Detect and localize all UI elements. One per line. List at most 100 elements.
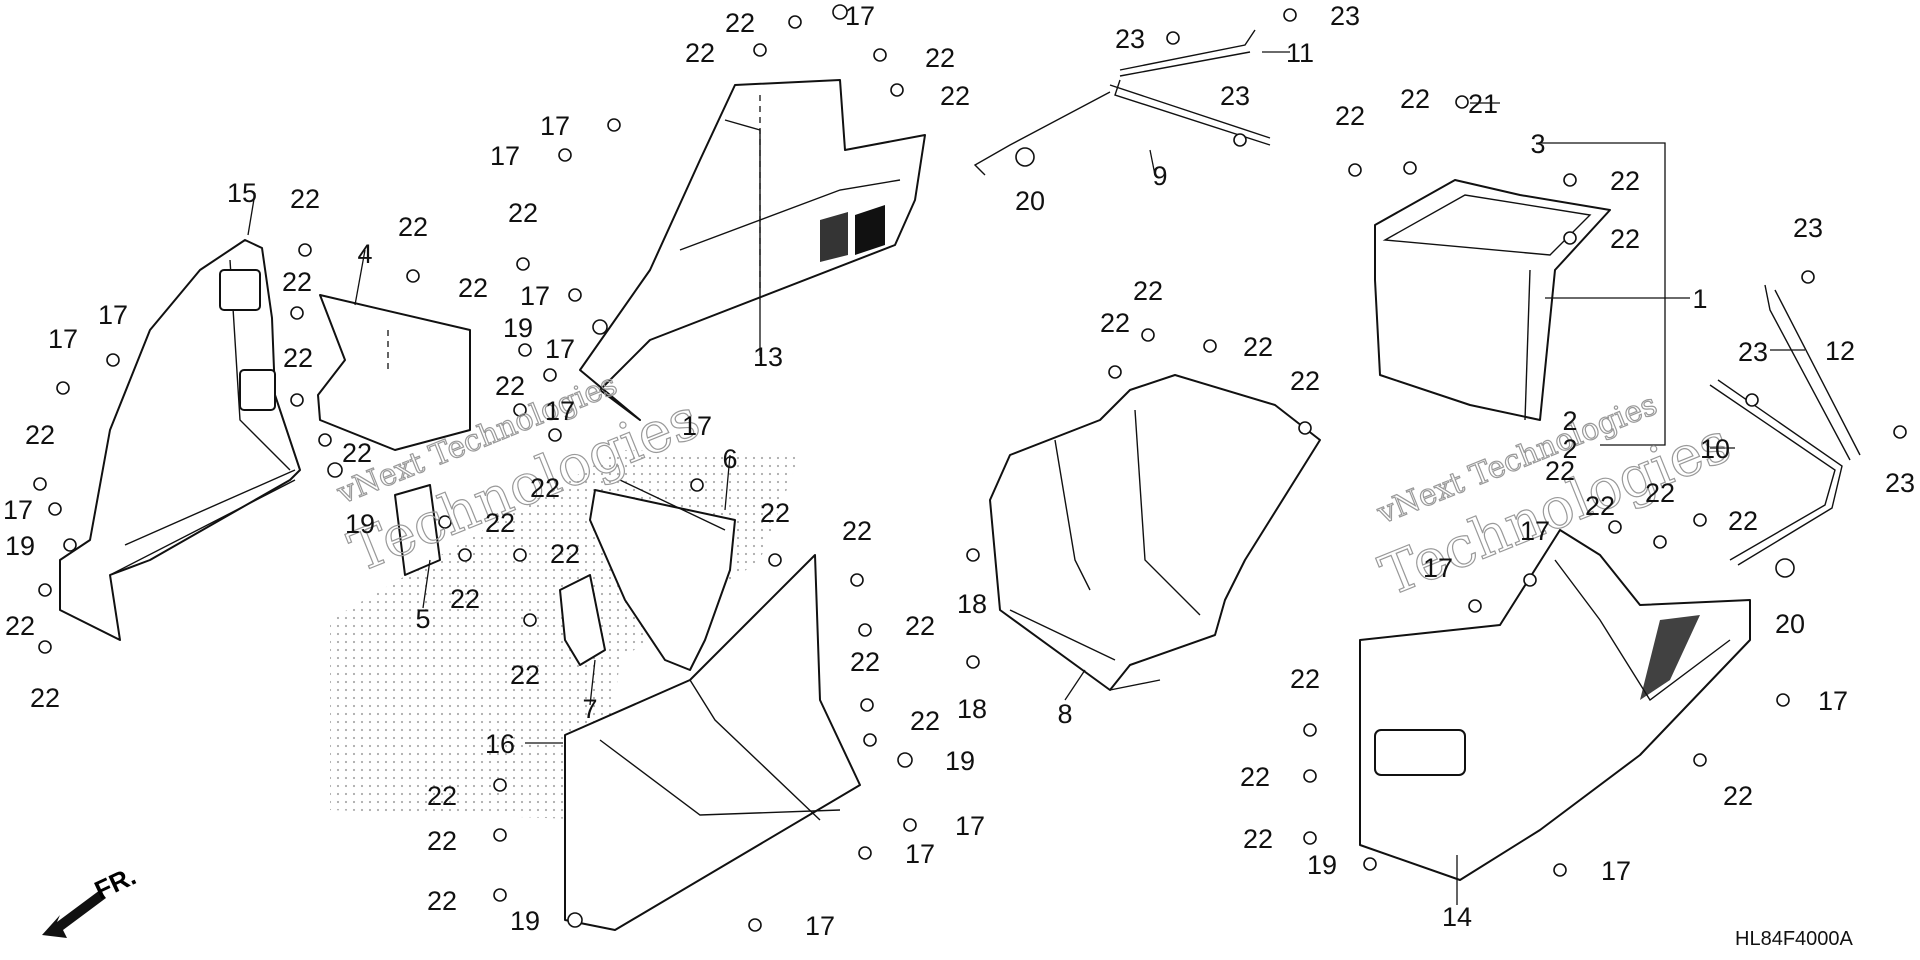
callout-22: 22 (5, 611, 35, 641)
callout-22: 22 (1290, 366, 1320, 396)
callout-20: 20 (1775, 609, 1805, 639)
callout-23: 23 (1115, 24, 1145, 54)
callout-22: 22 (530, 473, 560, 503)
leader-lines (247, 51, 1805, 905)
callout-1: 1 (1692, 284, 1707, 314)
callout-22: 22 (508, 198, 538, 228)
callout-22: 22 (550, 539, 580, 569)
part-14-right-cover (1359, 529, 1751, 881)
callout-17: 17 (905, 839, 935, 869)
part-7-bracket (559, 574, 606, 666)
callout-18: 18 (957, 694, 987, 724)
part-6-panel (589, 479, 736, 671)
callout-22: 22 (427, 826, 457, 856)
callout-22: 22 (398, 212, 428, 242)
callout-2: 2 (1562, 406, 1577, 436)
callout-17: 17 (805, 911, 835, 941)
callout-22: 22 (1645, 478, 1675, 508)
callout-22: 22 (290, 184, 320, 214)
callout-19: 19 (345, 509, 375, 539)
callout-23: 23 (1738, 337, 1768, 367)
callout-22: 22 (427, 781, 457, 811)
callout-22: 22 (495, 371, 525, 401)
part-5-bracket (394, 484, 441, 576)
front-arrow: FR. (42, 861, 141, 938)
callout-3: 3 (1530, 129, 1545, 159)
part-4-panel (317, 294, 471, 451)
callout-22: 22 (1610, 166, 1640, 196)
callout-22: 22 (342, 438, 372, 468)
callout-5: 5 (415, 604, 430, 634)
callout-22: 22 (760, 498, 790, 528)
callout-16: 16 (485, 729, 515, 759)
callout-22: 22 (283, 343, 313, 373)
callout-17: 17 (98, 300, 128, 330)
callout-17: 17 (845, 1, 875, 31)
callout-22: 22 (1100, 308, 1130, 338)
callout-19: 19 (510, 906, 540, 936)
callout-21: 21 (1468, 89, 1498, 119)
callout-17: 17 (1601, 856, 1631, 886)
callout-17: 17 (540, 111, 570, 141)
diagram-code: HL84F4000A (1735, 928, 1854, 950)
callout-18: 18 (957, 589, 987, 619)
callout-22: 22 (1585, 491, 1615, 521)
callout-22: 22 (1240, 762, 1270, 792)
callout-9: 9 (1152, 161, 1167, 191)
callout-22: 22 (485, 508, 515, 538)
callout-22: 22 (510, 660, 540, 690)
callout-22: 22 (850, 647, 880, 677)
callout-4: 4 (357, 239, 372, 269)
callout-17: 17 (520, 281, 550, 311)
callout-22: 22 (1243, 824, 1273, 854)
callout-7: 7 (582, 694, 597, 724)
callout-22: 22 (450, 584, 480, 614)
callout-22: 22 (1243, 332, 1273, 362)
callout-22: 22 (1290, 664, 1320, 694)
callout-22: 22 (1728, 506, 1758, 536)
callout-10: 10 (1700, 434, 1730, 464)
callout-22: 22 (1723, 781, 1753, 811)
callout-22: 22 (910, 706, 940, 736)
part-15-side-cover (59, 239, 301, 641)
callout-11: 11 (1286, 38, 1314, 68)
part-1-storage-box (1374, 179, 1611, 421)
callout-14: 14 (1442, 902, 1472, 932)
callout-8: 8 (1057, 699, 1072, 729)
callout-22: 22 (685, 38, 715, 68)
callout-22: 22 (1400, 84, 1430, 114)
callout-17: 17 (490, 141, 520, 171)
callout-23: 23 (1220, 81, 1250, 111)
callout-22: 22 (940, 81, 970, 111)
callout-22: 22 (1133, 276, 1163, 306)
callout-17: 17 (545, 396, 575, 426)
callout-22: 22 (427, 886, 457, 916)
callout-12: 12 (1825, 336, 1855, 366)
callout-13: 13 (753, 342, 783, 372)
callout-22: 22 (1335, 101, 1365, 131)
part-9-rod (973, 79, 1271, 176)
callout-22: 22 (905, 611, 935, 641)
callout-22: 22 (1545, 456, 1575, 486)
callout-22: 22 (1610, 224, 1640, 254)
callout-6: 6 (722, 444, 737, 474)
callout-23: 23 (1793, 213, 1823, 243)
callout-23: 23 (1885, 468, 1915, 498)
fasteners (33, 4, 1907, 932)
callout-22: 22 (30, 683, 60, 713)
callout-15: 15 (227, 178, 257, 208)
callout-22: 22 (842, 516, 872, 546)
callout-19: 19 (1307, 850, 1337, 880)
callout-22: 22 (282, 267, 312, 297)
part-12-rod (1764, 284, 1861, 461)
callout-22: 22 (458, 273, 488, 303)
part-13-center-cover (579, 79, 926, 421)
callout-17: 17 (1423, 553, 1453, 583)
callout-17: 17 (955, 811, 985, 841)
callout-19: 19 (5, 531, 35, 561)
part-11-rod (1119, 29, 1256, 77)
callout-19: 19 (945, 746, 975, 776)
callout-2: 2 (1562, 434, 1577, 464)
callout-22: 22 (925, 43, 955, 73)
